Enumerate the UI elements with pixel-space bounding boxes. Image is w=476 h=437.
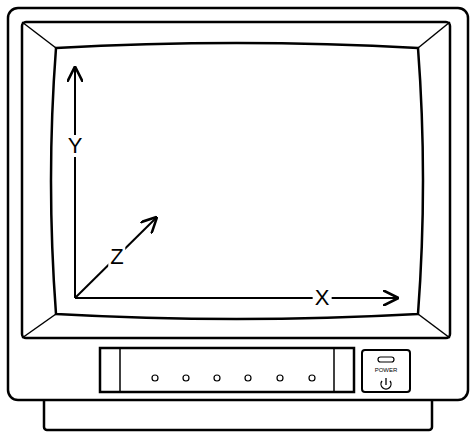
control-buttons	[152, 375, 315, 381]
power-panel	[362, 350, 410, 392]
monitor-body	[8, 8, 468, 400]
axes	[75, 68, 397, 298]
control-panel	[100, 348, 354, 392]
y-axis	[74, 68, 76, 298]
axis-label: Z	[108, 246, 125, 268]
power-indicator	[378, 357, 394, 362]
axis-label: Y	[66, 135, 85, 157]
z-axis	[75, 218, 156, 298]
power-label: POWER	[373, 367, 400, 373]
x-axis	[75, 297, 397, 299]
screen	[51, 43, 423, 319]
screen-bezel	[22, 22, 450, 338]
power-symbol	[381, 378, 391, 389]
axis-label: X	[313, 287, 332, 309]
